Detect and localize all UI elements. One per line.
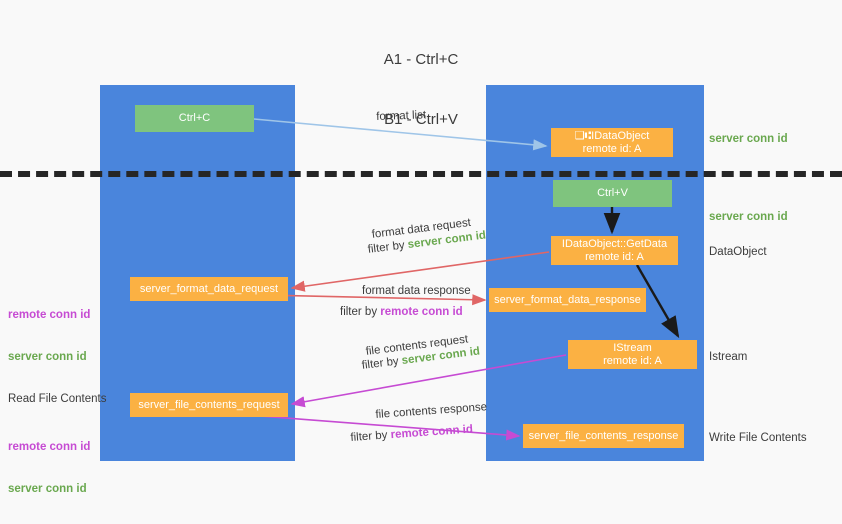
- arrow-getdata-to-istream: [635, 264, 680, 339]
- label-remote-conn-id-1: remote conn id: [8, 309, 91, 321]
- arrow-label-format-data-response: format data response: [362, 285, 471, 297]
- page-title: A1 - Ctrl+C B1 - Ctrl+V: [0, 10, 842, 170]
- arrow-file-contents-request: [290, 354, 567, 408]
- box-idataobject[interactable]: ❑⑆IDataObject remote id: A: [551, 128, 673, 157]
- box-server-format-data-response[interactable]: server_format_data_response: [489, 288, 646, 312]
- label-write-file-contents: Write File Contents: [709, 432, 807, 444]
- box-server-format-data-request[interactable]: server_format_data_request: [130, 277, 288, 301]
- title-line-2: B1 - Ctrl+V: [384, 111, 458, 128]
- filter-prefix: filter by: [350, 429, 392, 444]
- label-server-conn-id-1: server conn id: [8, 351, 87, 363]
- arrow-label-format-list: format list: [376, 109, 427, 123]
- box-istream[interactable]: IStream remote id: A: [568, 340, 697, 369]
- box-idataobject-getdata[interactable]: IDataObject::GetData remote id: A: [551, 236, 678, 265]
- filter-value-remote-conn-id: remote conn id: [380, 306, 463, 318]
- filter-prefix: filter by: [361, 355, 403, 372]
- label-server-conn-id-2: server conn id: [8, 483, 87, 495]
- label-read-file-contents: Read File Contents: [8, 393, 107, 405]
- label-istream: Istream: [709, 351, 748, 363]
- filter-prefix: filter by: [340, 306, 381, 318]
- box-ctrl-c[interactable]: Ctrl+C: [135, 105, 254, 132]
- dashed-separator: [0, 171, 842, 177]
- label-left-conn-group-2: remote conn id server conn id: [8, 412, 90, 524]
- filter-prefix: filter by: [367, 239, 409, 256]
- box-ctrl-v[interactable]: Ctrl+V: [553, 180, 672, 207]
- diagram-canvas: A1 - Ctrl+C B1 - Ctrl+V A1 remote B1 con…: [0, 10, 842, 495]
- label-left-conn-group-1: remote conn id server conn id: [8, 280, 90, 392]
- arrow-format-data-request: [290, 251, 550, 292]
- arrow-format-list: [253, 118, 548, 151]
- label-dataobject: DataObject: [709, 246, 767, 258]
- box-server-file-contents-request[interactable]: server_file_contents_request: [130, 393, 288, 417]
- arrow-label-format-data-response-filter: filter by remote conn id: [340, 305, 463, 320]
- label-server-conn-id-mid: server conn id: [709, 211, 788, 223]
- box-server-file-contents-response[interactable]: server_file_contents_response: [523, 424, 684, 448]
- label-remote-conn-id-2: remote conn id: [8, 441, 91, 453]
- label-server-conn-id-top: server conn id: [709, 133, 788, 145]
- title-line-1: A1 - Ctrl+C: [383, 51, 459, 68]
